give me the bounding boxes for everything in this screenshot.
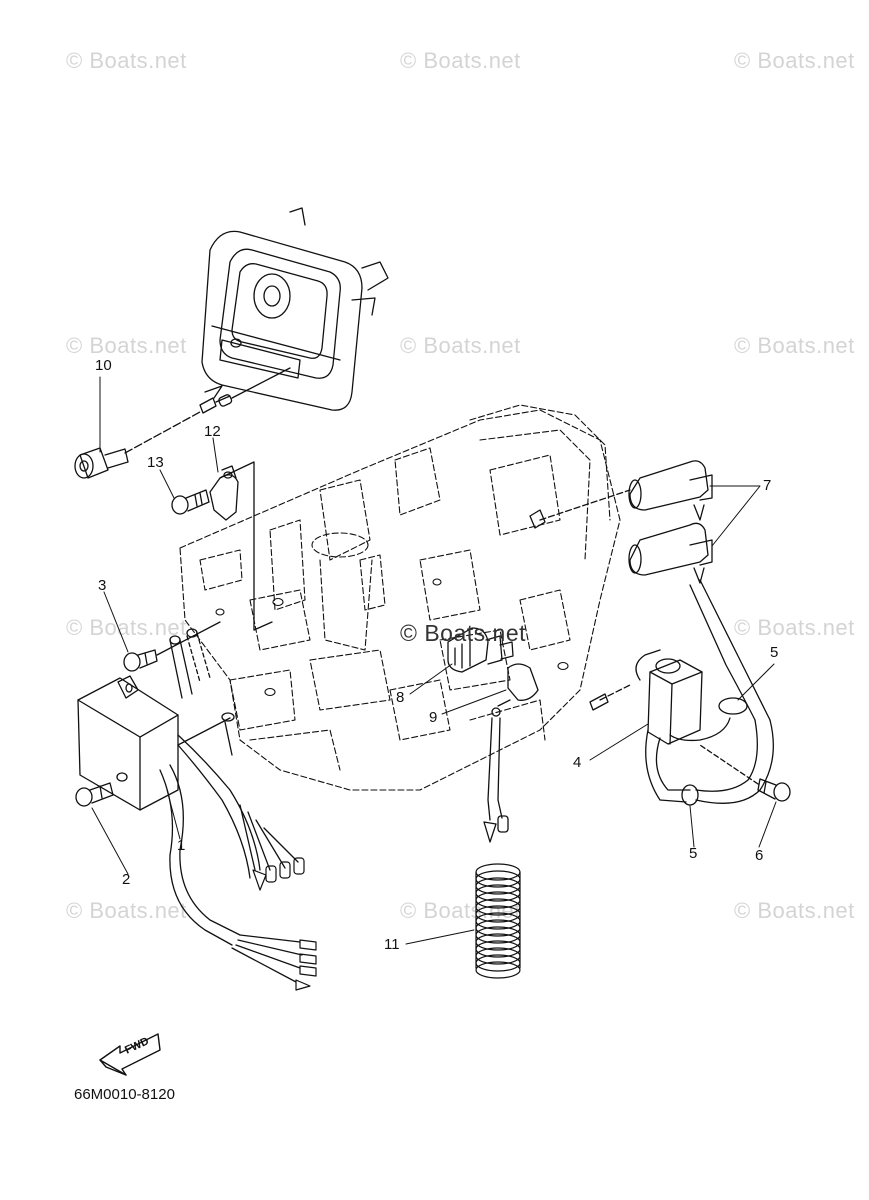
callout-5-lower[interactable]: 5	[689, 845, 698, 862]
part-7-plug-caps	[529, 460, 713, 584]
ground-lead	[177, 712, 235, 756]
watermark: © Boats.net	[66, 615, 187, 640]
callout-1[interactable]: 1	[177, 837, 186, 854]
part-1-cdi-unit	[77, 675, 303, 983]
engine-block	[179, 404, 621, 791]
part-1-terminals	[252, 857, 317, 991]
callout-5-upper[interactable]: 5	[770, 644, 779, 661]
part-11-tube	[475, 863, 521, 979]
magneto-cover	[201, 207, 389, 411]
part-3-bolt	[123, 621, 221, 699]
part-2-bolt	[75, 772, 128, 807]
watermark-center: © Boats.net	[400, 620, 527, 646]
callout-2[interactable]: 2	[122, 871, 131, 888]
part-4-ignition-coil	[589, 579, 774, 806]
callout-12[interactable]: 12	[204, 423, 221, 440]
watermark: © Boats.net	[66, 333, 187, 358]
watermark: © Boats.net	[734, 333, 855, 358]
watermark: © Boats.net	[66, 48, 187, 73]
block-holes	[215, 578, 569, 697]
callout-10[interactable]: 10	[95, 357, 112, 374]
part-12-clamp	[209, 461, 273, 631]
callout-11[interactable]: 11	[384, 936, 400, 953]
part-8-sensor	[447, 627, 514, 673]
callout-7[interactable]: 7	[763, 477, 772, 494]
callout-3[interactable]: 3	[98, 577, 107, 594]
diagram-code: 66M0010-8120	[74, 1086, 175, 1103]
watermark: © Boats.net	[734, 48, 855, 73]
leader-lines	[91, 376, 777, 945]
callout-9[interactable]: 9	[429, 709, 438, 726]
watermark: © Boats.net	[400, 48, 521, 73]
watermark: © Boats.net	[734, 898, 855, 923]
watermark: © Boats.net	[734, 615, 855, 640]
callout-4[interactable]: 4	[573, 754, 582, 771]
part-6-bolt	[699, 744, 791, 802]
watermark: © Boats.net	[66, 898, 187, 923]
callout-13[interactable]: 13	[147, 454, 164, 471]
part-13-bolt	[171, 489, 210, 515]
callout-6[interactable]: 6	[755, 847, 764, 864]
part-10-switch	[74, 367, 291, 479]
fwd-arrow-icon	[99, 1033, 161, 1076]
watermark: © Boats.net	[400, 898, 521, 923]
callout-8[interactable]: 8	[396, 689, 405, 706]
part-9-cap	[483, 663, 539, 843]
watermark: © Boats.net	[400, 333, 521, 358]
